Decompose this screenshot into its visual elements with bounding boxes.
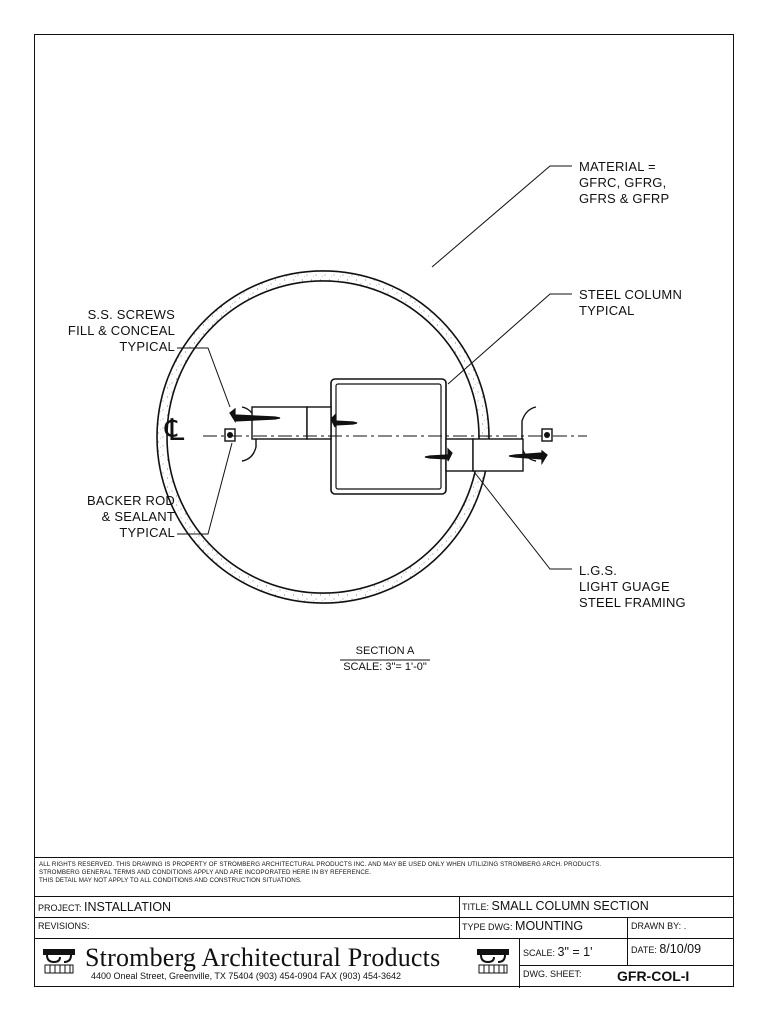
leader-steel-column [447,293,572,385]
type-dwg-value: MOUNTING [515,919,584,933]
label-steel-column: STEEL COLUMN TYPICAL [579,287,683,318]
stromberg-logo-left [41,947,77,974]
centerline-symbol: ℄ [165,413,185,448]
drawn-by-cell: DRAWN BY: . [631,921,687,931]
rights-notice: ALL RIGHTS RESERVED. THIS DRAWING IS PRO… [39,861,602,884]
type-dwg-cell: TYPE DWG: MOUNTING [462,919,584,933]
scale-cell: SCALE: 3" = 1' [523,945,593,959]
dwg-sheet-value: GFR-COL-I [617,968,690,984]
scale-value: 3" = 1' [557,945,593,959]
screw-right-column [424,447,453,462]
leader-screws [177,347,231,408]
label-lgs: L.G.S. LIGHT GUAGE STEEL FRAMING [579,563,686,610]
project-value: INSTALLATION [84,900,172,914]
dwg-sheet-cell: DWG. SHEET: [523,969,582,979]
date-value: 8/10/09 [659,942,702,956]
section-drawing [156,165,587,661]
leader-backer-rod [177,442,233,535]
drawing-sheet: ℄ MATERIAL = GFRC, GFRG, GFRS & GFRP STE… [34,34,734,988]
title-cell: TITLE: SMALL COLUMN SECTION [462,899,649,913]
screw-left-shell [229,407,281,424]
screw-left-column [330,413,358,428]
date-cell: DATE: 8/10/09 [631,942,702,956]
company-name: Stromberg Architectural Products [85,943,441,972]
section-scale: SCALE: 3"= 1'-0" [343,661,427,673]
steel-column-inner [335,383,442,490]
right-seam-notch [521,406,537,462]
leader-material [431,165,572,268]
left-lgs-framing [251,406,308,440]
column-shell-ring [156,270,490,604]
label-material: MATERIAL = GFRC, GFRG, GFRS & GFRP [579,159,670,206]
revisions-cell: REVISIONS: [38,921,90,931]
stromberg-logo-right [475,947,511,974]
screw-right-shell [508,449,548,466]
label-screws: S.S. SCREWS FILL & CONCEAL TYPICAL [67,307,175,354]
section-title: SECTION A [355,645,415,657]
label-backer-rod: BACKER ROD & SEALANT TYPICAL [87,493,175,540]
title-value: SMALL COLUMN SECTION [491,899,649,913]
company-address: 4400 Oneal Street, Greenville, TX 75404 … [91,971,402,981]
leader-lgs [474,472,572,570]
project-cell: PROJECT: INSTALLATION [38,900,172,914]
steel-column-outer [330,378,447,495]
